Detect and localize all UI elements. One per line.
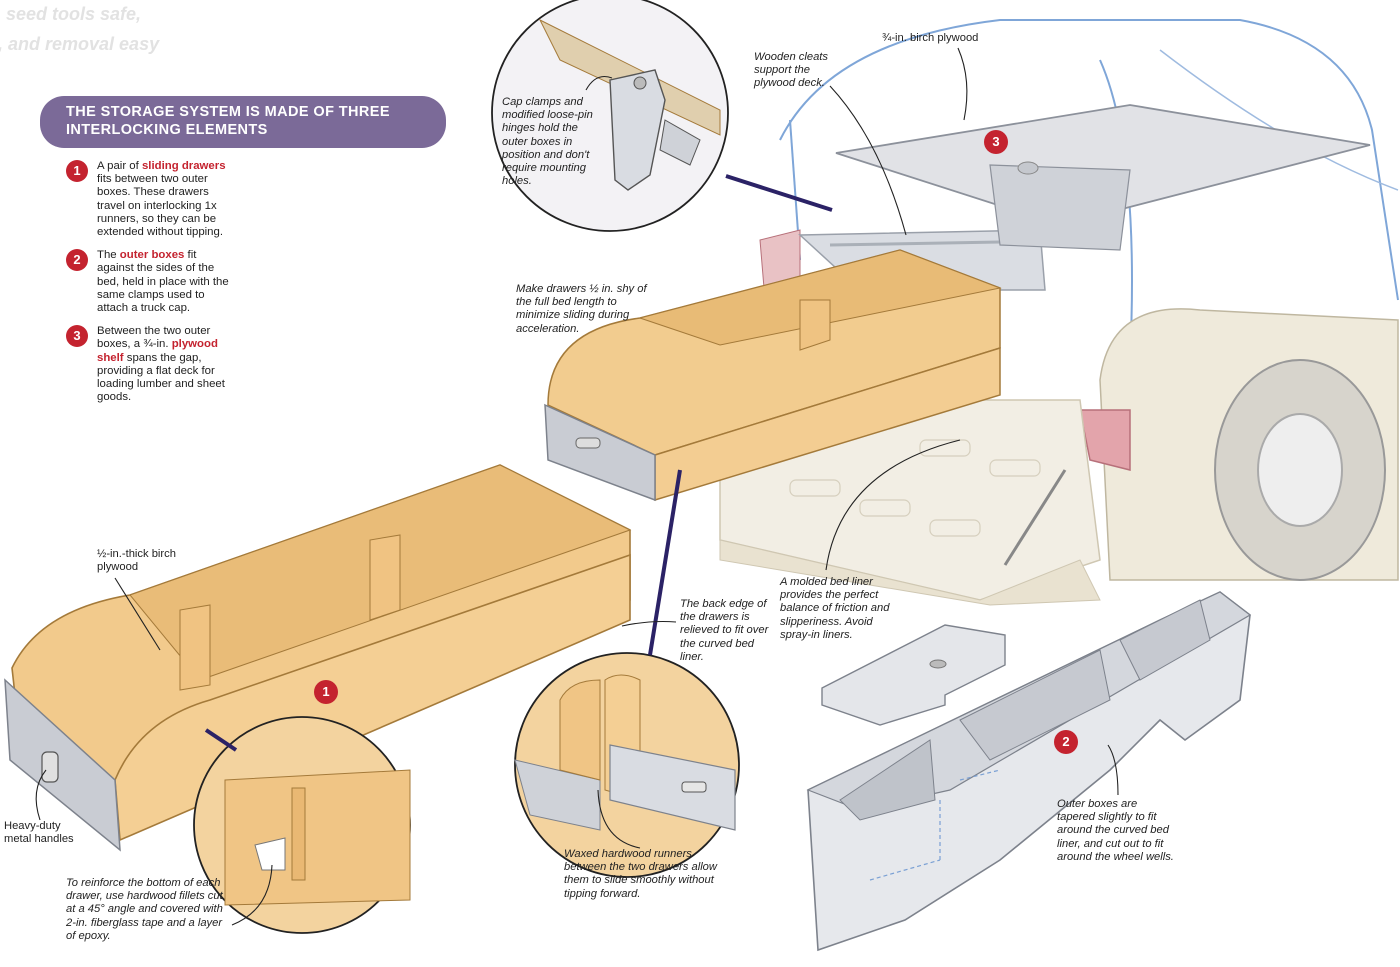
step-item-2: 2 The outer boxes fit against the sides … xyxy=(66,249,236,315)
step-text-after: spans the gap, providing a flat deck for… xyxy=(97,351,225,404)
banner-title-line1: THE STORAGE SYSTEM IS MADE OF THREE xyxy=(66,104,390,120)
banner-title-line2: INTERLOCKING ELEMENTS xyxy=(66,122,268,138)
truck-cap-outline xyxy=(779,19,1399,301)
connector-clamp xyxy=(725,174,833,212)
metal-handle xyxy=(41,751,59,783)
step-highlight: sliding drawers xyxy=(141,160,226,172)
step-item-3: 3 Between the two outer boxes, a ¾-in. p… xyxy=(66,325,236,404)
callout-outer-boxes: Outer boxes are tapered slightly to fit … xyxy=(1057,798,1174,863)
callout-bed-liner: A molded bed liner provides the perfect … xyxy=(780,576,890,641)
loose-pin-hinge xyxy=(659,119,701,166)
leader-back-edge xyxy=(621,620,677,627)
shelf-number-badge: 3 xyxy=(984,130,1008,154)
leader-handles xyxy=(35,769,47,821)
callout-heavy-duty-handles: Heavy-duty metal handles xyxy=(4,820,74,846)
plywood-shelf xyxy=(835,104,1371,226)
hardwood-runner xyxy=(609,744,736,831)
drawer-divider-2 xyxy=(369,534,401,621)
step-number-badge: 3 xyxy=(66,325,88,348)
step-text-after: fits between two outer boxes. These draw… xyxy=(97,173,224,239)
detail-circle-clamp xyxy=(491,0,729,232)
drawer-divider-1 xyxy=(179,604,211,691)
leader-half-inch-plywood xyxy=(114,577,161,651)
step-text-before: A pair of xyxy=(97,160,142,172)
connector-runners xyxy=(648,469,682,656)
fiberglass-tape xyxy=(254,837,286,871)
detail-circle-fillet xyxy=(193,716,411,934)
tailgate xyxy=(719,539,1101,606)
tail-light-right xyxy=(1079,409,1131,471)
extended-drawer xyxy=(544,249,1002,502)
step-number-badge: 1 xyxy=(66,160,88,182)
extended-drawer-handle xyxy=(575,437,601,449)
connector-fillet xyxy=(204,728,238,752)
extended-drawer-runner xyxy=(544,403,656,502)
detail-circle-runners xyxy=(514,652,740,878)
front-drawer-runner xyxy=(4,678,121,852)
step-text-after: fit against the sides of the bed, held i… xyxy=(97,249,229,315)
leader-runners xyxy=(597,789,641,849)
step-item-1: 1 A pair of sliding drawers fits between… xyxy=(66,160,236,239)
faded-text-line1: seed tools safe, xyxy=(6,4,142,24)
drawer-number-badge: 1 xyxy=(314,680,338,704)
callout-wooden-cleats: Wooden cleats support the plywood deck. xyxy=(754,51,829,90)
leader-fillet xyxy=(231,864,273,926)
leader-outer-boxes xyxy=(1107,744,1119,796)
callout-half-inch-plywood: ½-in.-thick birch plywood xyxy=(97,548,176,574)
truck-hub xyxy=(1257,413,1343,527)
callout-reinforce-bottom: To reinforce the bottom of each drawer, … xyxy=(66,877,223,942)
leader-wooden-cleats xyxy=(829,85,907,236)
outer-box xyxy=(806,591,1252,952)
leader-cap-clamps xyxy=(585,75,613,91)
detached-lid xyxy=(821,624,1006,726)
step-number-badge: 2 xyxy=(66,249,88,272)
leader-bed-liner xyxy=(825,439,961,571)
section-banner: THE STORAGE SYSTEM IS MADE OF THREE INTE… xyxy=(40,96,446,148)
cap-clamp xyxy=(609,69,666,191)
step-highlight: plywood shelf xyxy=(97,338,218,364)
callout-make-drawers: Make drawers ½ in. shy of the full bed l… xyxy=(516,283,647,335)
steps-list: 1 A pair of sliding drawers fits between… xyxy=(66,160,236,414)
outer-box-number-badge: 2 xyxy=(1054,730,1078,754)
leader-birch-plywood xyxy=(957,47,968,121)
callout-cap-clamps: Cap clamps and modified loose-pin hinges… xyxy=(502,96,593,188)
shelf-box-right xyxy=(989,164,1131,251)
callout-back-edge: The back edge of the drawers is relieved… xyxy=(680,598,769,663)
tailgate-cable xyxy=(1003,469,1067,566)
callout-waxed-runners: Waxed hardwood runners between the two d… xyxy=(564,848,717,900)
callout-birch-plywood: ¾-in. birch plywood xyxy=(882,32,979,44)
step-text-before: The xyxy=(97,249,120,262)
step-text-before: Between the two outer boxes, a ¾-in. xyxy=(97,325,211,351)
faded-text-line2: , and removal easy xyxy=(0,34,160,54)
step-highlight: outer boxes xyxy=(119,249,185,262)
